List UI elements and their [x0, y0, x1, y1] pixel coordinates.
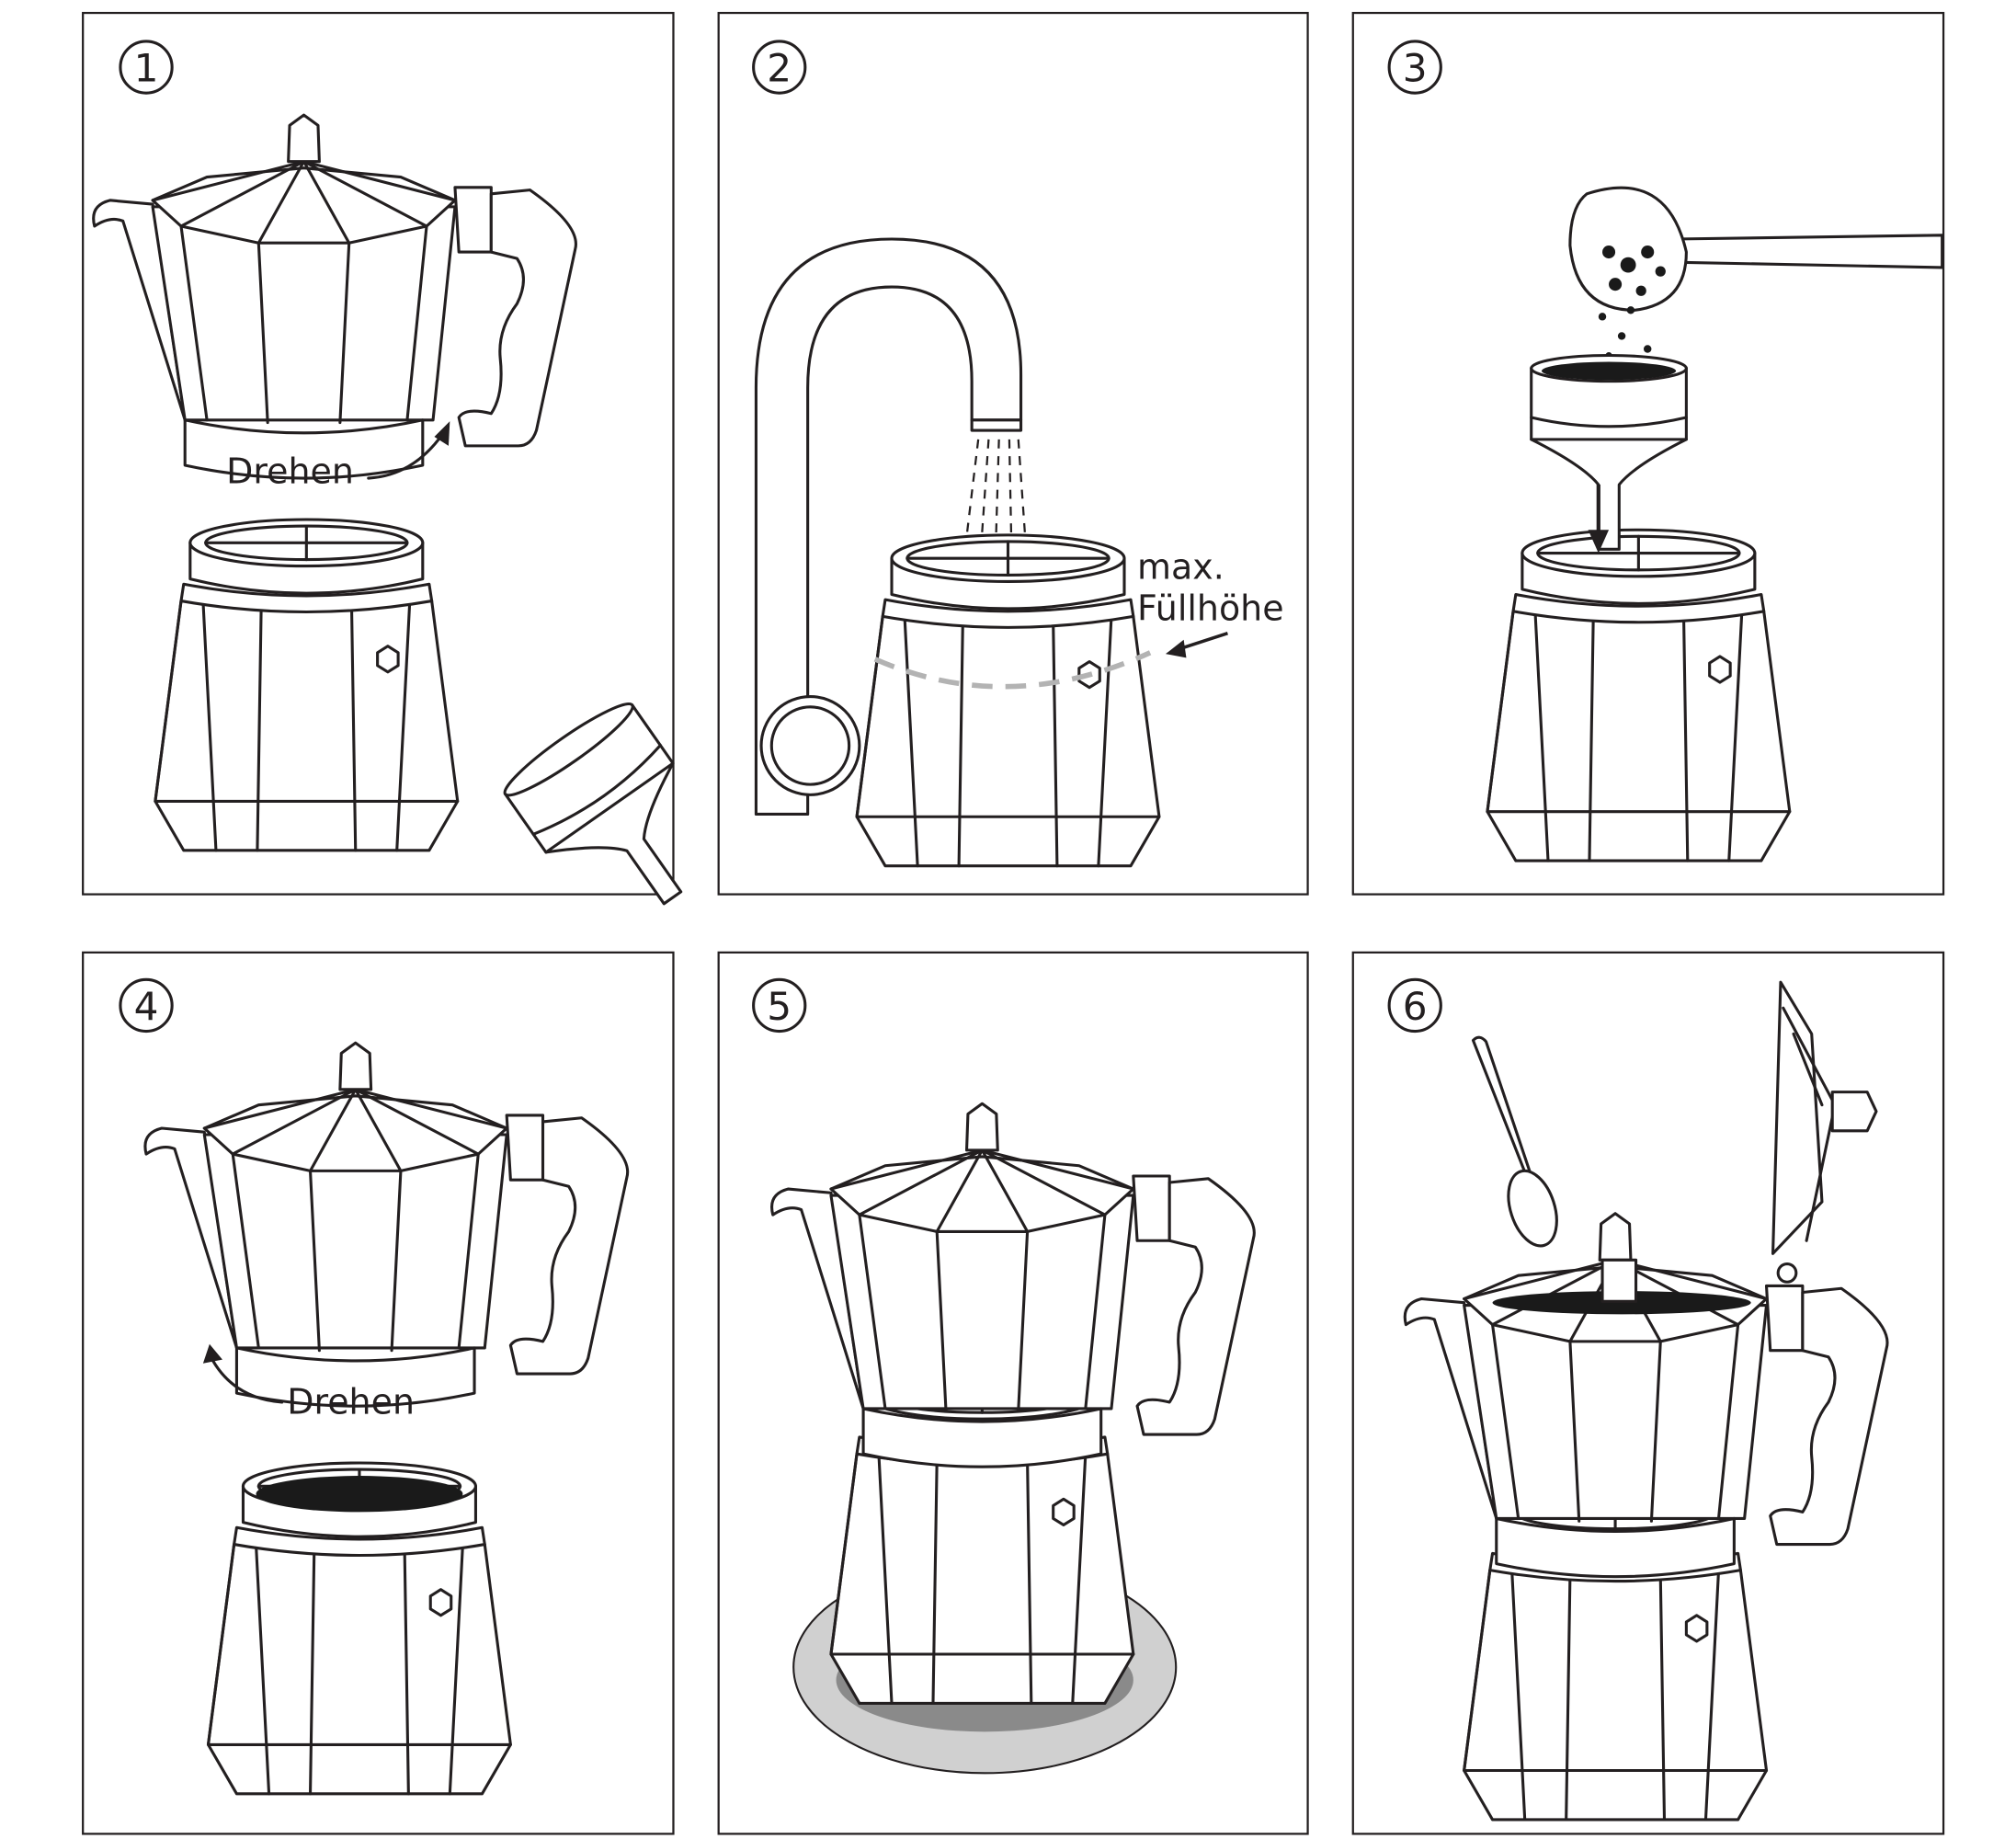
rotate-label: Drehen [226, 451, 354, 492]
spoon [1471, 1035, 1533, 1181]
coffee-filled [256, 1476, 463, 1513]
rotate-arrow-icon [209, 1355, 284, 1404]
step-number: 3 [1403, 46, 1428, 91]
rotate-arrow-icon [367, 431, 445, 480]
boiler-base-with-coffee [206, 1461, 512, 1796]
boiler-base [855, 533, 1161, 868]
coffee-scoop [1568, 186, 1688, 312]
step-number: 6 [1403, 984, 1428, 1029]
step-number: 4 [134, 984, 159, 1029]
step-number: 2 [767, 46, 792, 91]
step-2-panel: 2 max. Füllhöhe [717, 11, 1309, 896]
rotate-label: Drehen [287, 1382, 415, 1422]
max-label: max. [1137, 547, 1224, 588]
step-number: 5 [767, 984, 792, 1029]
step-number: 1 [134, 46, 159, 91]
max-fill-line [873, 650, 1152, 690]
coffee-grounds [1598, 246, 1666, 360]
step-5-panel: 5 [717, 951, 1309, 1835]
step-4-panel: 4 Drehen [82, 951, 675, 1835]
step-3-panel: 3 [1351, 11, 1945, 896]
boiler-base [154, 518, 460, 852]
fill-level-label: Füllhöhe [1137, 588, 1284, 629]
boiler-base [1486, 528, 1792, 862]
step-6-panel: 6 [1351, 951, 1945, 1835]
step-1-panel: 1 Drehen [82, 11, 738, 944]
scoop-handle [1671, 234, 1944, 269]
open-lid [1771, 980, 1824, 1255]
step-number-circle [119, 40, 174, 95]
